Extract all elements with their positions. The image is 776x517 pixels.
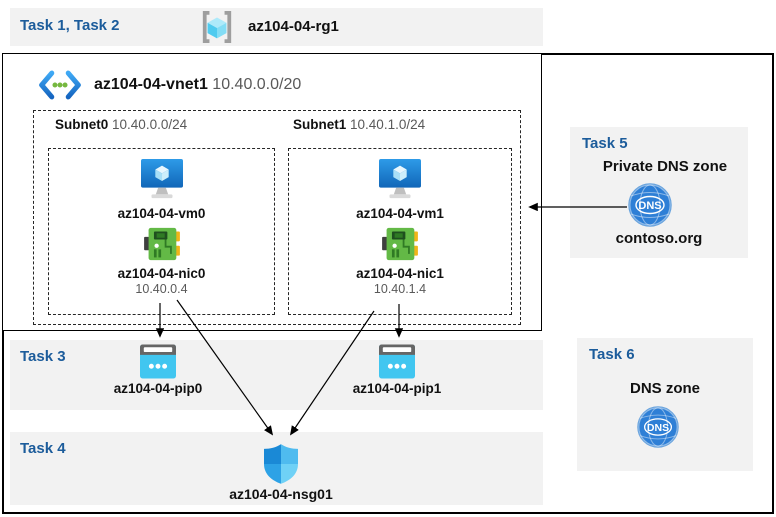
nic0-ip: 10.40.0.4 (135, 282, 188, 296)
nsg-group: az104-04-nsg01 (211, 444, 351, 502)
nic1-icon (382, 227, 418, 261)
nic1-ip: 10.40.1.4 (373, 282, 427, 296)
vnet-label: az104-04-vnet1 10.40.0.0/20 (94, 76, 301, 94)
nic0-name: az104-04-nic0 (117, 266, 206, 281)
dns-zone-title: DNS zone (629, 380, 700, 397)
pip0-name: az104-04-pip0 (113, 381, 203, 396)
private-dns-zone-title: Private DNS zone (602, 158, 728, 175)
subnet0-cidr: 10.40.0.0/24 (112, 117, 188, 132)
task3-label: Task 3 (20, 348, 66, 365)
nic1-name: az104-04-nic1 (356, 266, 444, 281)
pip1-group: az104-04-pip1 (329, 344, 465, 396)
subnet0-box: az104-04-vm0 az104-04-nic0 10.40.0.4 (48, 148, 275, 315)
task4-label: Task 4 (20, 440, 66, 457)
task6-panel: Task 6 DNS zone DNS (577, 338, 753, 471)
resource-group-band: Task 1, Task 2 az104-04-rg1 (10, 8, 543, 46)
dns-icon-text: DNS (647, 422, 669, 434)
vnet-cidr: 10.40.0.0/20 (212, 76, 302, 93)
dns-zone-icon: DNS (637, 406, 679, 448)
pip0-group: az104-04-pip0 (90, 344, 226, 396)
vm1-icon (377, 159, 423, 201)
nsg-shield-icon (211, 444, 351, 484)
resource-group-icon (200, 10, 234, 44)
vnet-name: az104-04-vnet1 (94, 76, 208, 93)
task5-panel: Task 5 Private DNS zone DNS contoso.org (570, 127, 748, 258)
vm1-name: az104-04-vm1 (356, 206, 444, 221)
vm0-icon (139, 159, 185, 201)
dns-icon-text: DNS (638, 200, 661, 212)
pip1-public-ip-icon (329, 344, 465, 379)
subnet1-name: Subnet1 (293, 117, 347, 132)
private-dns-zone-name: contoso.org (615, 230, 703, 247)
pip0-public-ip-icon (90, 344, 226, 379)
nsg-name: az104-04-nsg01 (229, 486, 333, 502)
subnet0-label: Subnet0 10.40.0.0/24 (55, 117, 187, 132)
subnet1-label: Subnet1 10.40.1.0/24 (293, 117, 425, 132)
task3-band: Task 3 az104-04-pip0 (10, 340, 543, 410)
subnet1-box: az104-04-vm1 az104-04-nic1 10.40.1.4 (288, 148, 512, 315)
task-1-2-label: Task 1, Task 2 (20, 17, 120, 34)
subnet1-cidr: 10.40.1.0/24 (350, 117, 426, 132)
vm0-name: az104-04-vm0 (117, 206, 206, 221)
resource-group-name: az104-04-rg1 (248, 18, 339, 35)
subnet0-name: Subnet0 (55, 117, 109, 132)
vnet-icon (38, 69, 82, 101)
private-dns-icon: DNS (628, 183, 672, 227)
task4-band: Task 4 az104-04-nsg0 (10, 432, 543, 505)
task6-label: Task 6 (589, 346, 635, 363)
pip1-name: az104-04-pip1 (352, 381, 442, 396)
nic0-icon (143, 227, 180, 261)
subnets-outer-boundary (33, 110, 521, 325)
task5-label: Task 5 (582, 135, 628, 152)
